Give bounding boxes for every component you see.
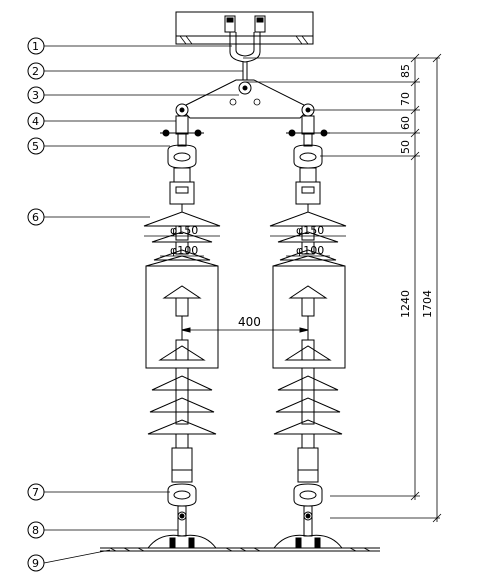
callout-1: 1 (27, 37, 45, 55)
svg-text:9: 9 (32, 557, 39, 570)
vertical-dimensions: 85 70 60 50 1240 1704 (243, 53, 442, 523)
callout-6: 6 (27, 208, 45, 226)
svg-text:8: 8 (32, 524, 39, 537)
callout-2: 2 (27, 62, 45, 80)
callout-4: 4 (27, 112, 45, 130)
dim-60: 60 (399, 116, 412, 130)
callouts: 1 2 3 4 5 6 7 8 (27, 37, 243, 572)
watermark (395, 490, 480, 530)
dim-spacing: 400 (238, 315, 261, 329)
left-insulator-string (143, 103, 221, 549)
dim-85: 85 (399, 64, 412, 78)
svg-text:3: 3 (32, 89, 39, 102)
callout-3: 3 (27, 86, 45, 104)
svg-text:5: 5 (32, 140, 39, 153)
spacing-dimension: 400 (181, 315, 309, 333)
conductor (100, 547, 380, 552)
dia100-right: φ100 (296, 244, 324, 257)
dim-70: 70 (399, 92, 412, 106)
svg-text:7: 7 (32, 486, 39, 499)
dia150-right: φ150 (296, 224, 324, 237)
svg-text:1: 1 (32, 40, 39, 53)
dim-50: 50 (399, 140, 412, 154)
callout-5: 5 (27, 137, 45, 155)
dim-1240: 1240 (399, 290, 412, 318)
diameter-dimensions: φ150 φ100 φ150 φ100 (144, 224, 346, 257)
dim-1704: 1704 (421, 290, 434, 318)
dia150-left: φ150 (170, 224, 198, 237)
right-insulator-string (269, 103, 347, 549)
top-bracket (175, 11, 314, 63)
yoke-assembly (179, 62, 311, 119)
svg-text:6: 6 (32, 211, 39, 224)
dia100-left: φ100 (170, 244, 198, 257)
svg-text:4: 4 (32, 115, 39, 128)
callout-7: 7 (27, 483, 45, 501)
callout-8: 8 (27, 521, 45, 539)
svg-text:2: 2 (32, 65, 39, 78)
callout-9: 9 (27, 554, 45, 572)
